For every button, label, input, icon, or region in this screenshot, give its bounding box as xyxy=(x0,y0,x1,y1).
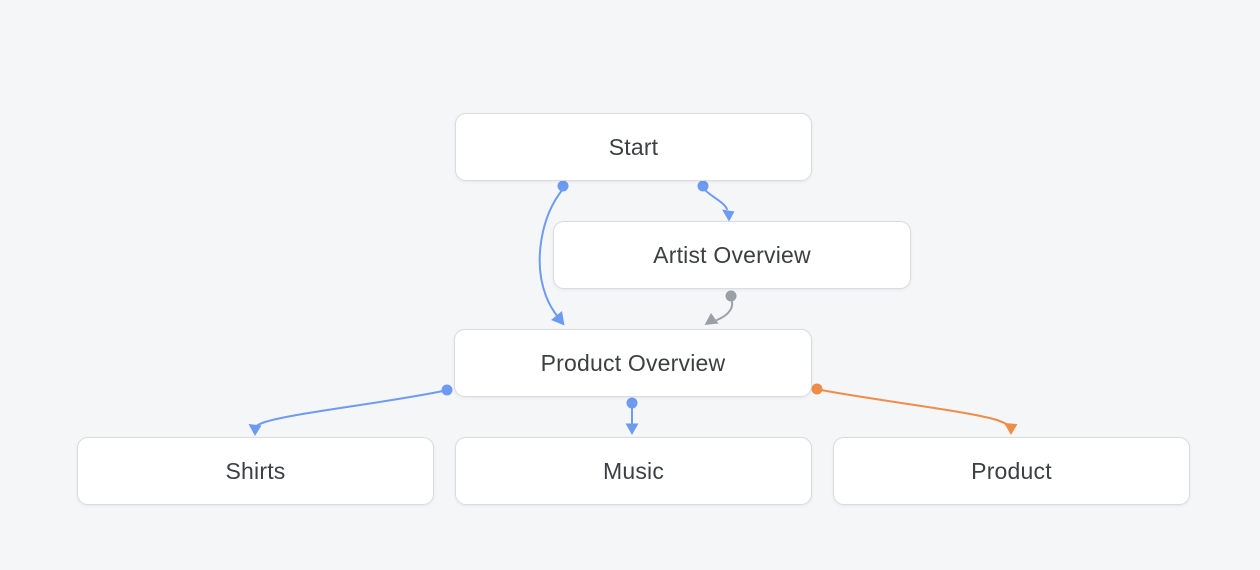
edge-arrowhead-icon xyxy=(1004,423,1018,435)
edge-source-dot xyxy=(725,290,737,302)
node-start-label: Start xyxy=(608,133,659,160)
edge-arrowhead-icon xyxy=(551,311,565,326)
edge-artist-overview-to-product-overview xyxy=(704,290,737,325)
edge-start-to-artist-overview xyxy=(697,180,735,222)
edge-arrowhead-icon xyxy=(704,313,719,325)
edge-product-overview-to-product xyxy=(811,383,1018,435)
node-start[interactable]: Start xyxy=(455,113,812,181)
node-artist-overview[interactable]: Artist Overview xyxy=(553,221,911,289)
node-product[interactable]: Product xyxy=(833,437,1190,505)
node-music-label: Music xyxy=(602,457,665,484)
node-product-overview-label: Product Overview xyxy=(540,349,726,376)
edge-arrowhead-icon xyxy=(722,209,735,222)
edge-product-overview-to-music xyxy=(625,397,639,435)
edge-source-dot xyxy=(626,397,638,409)
edge-arrowhead-icon xyxy=(625,423,639,435)
edge-product-overview-to-shirts xyxy=(248,384,453,436)
node-artist-overview-label: Artist Overview xyxy=(653,241,811,268)
node-music[interactable]: Music xyxy=(455,437,812,505)
node-product-overview[interactable]: Product Overview xyxy=(454,329,812,397)
node-shirts-label: Shirts xyxy=(225,457,286,484)
edge-source-dot xyxy=(697,180,709,192)
edge-arrowhead-icon xyxy=(248,424,262,436)
edge-source-dot xyxy=(811,383,823,395)
node-product-label: Product xyxy=(971,457,1052,484)
edge-source-dot xyxy=(441,384,453,396)
edge-source-dot xyxy=(557,180,569,192)
node-shirts[interactable]: Shirts xyxy=(77,437,434,505)
